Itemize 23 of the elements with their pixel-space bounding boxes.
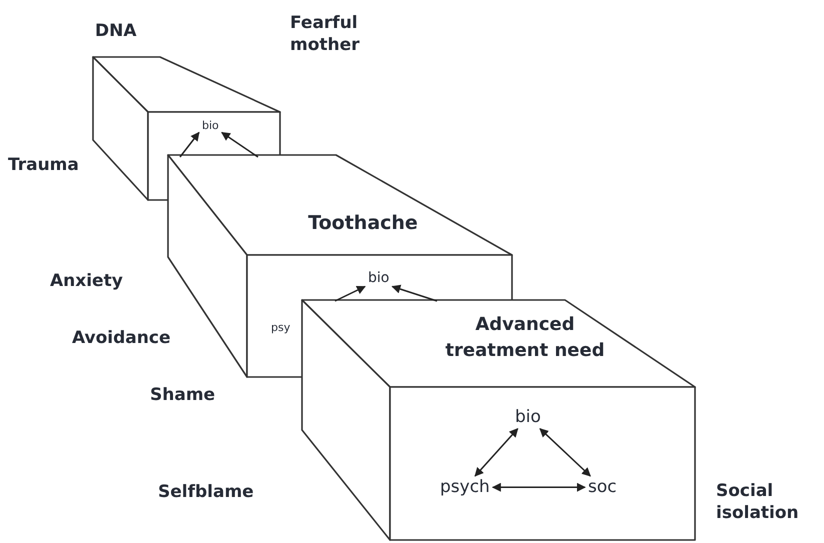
arrow <box>474 428 518 477</box>
arrow <box>492 482 586 492</box>
factor-label: Social isolation <box>716 480 800 524</box>
factor-label: bio <box>515 408 541 427</box>
arrow <box>391 284 438 302</box>
arrow <box>221 132 258 158</box>
factor-label: Selfblame <box>158 481 254 503</box>
factor-label: psych <box>440 478 490 497</box>
factor-label: soc <box>588 478 617 497</box>
box-title: Toothache <box>307 213 419 234</box>
box-title: Advanced treatment need <box>444 313 606 364</box>
factor-label: bio <box>368 271 390 286</box>
factor-label: bio <box>202 120 219 132</box>
factor-label: DNA <box>95 20 136 42</box>
factor-label: Fearful mother <box>290 12 361 56</box>
factor-label: Trauma <box>8 154 79 176</box>
arrow <box>334 286 366 302</box>
factor-label: Shame <box>150 384 216 406</box>
arrow <box>179 132 200 158</box>
arrow <box>539 428 591 477</box>
factor-label: Avoidance <box>72 327 170 349</box>
factor-label: psy <box>271 322 290 334</box>
factor-label: Anxiety <box>50 270 123 292</box>
